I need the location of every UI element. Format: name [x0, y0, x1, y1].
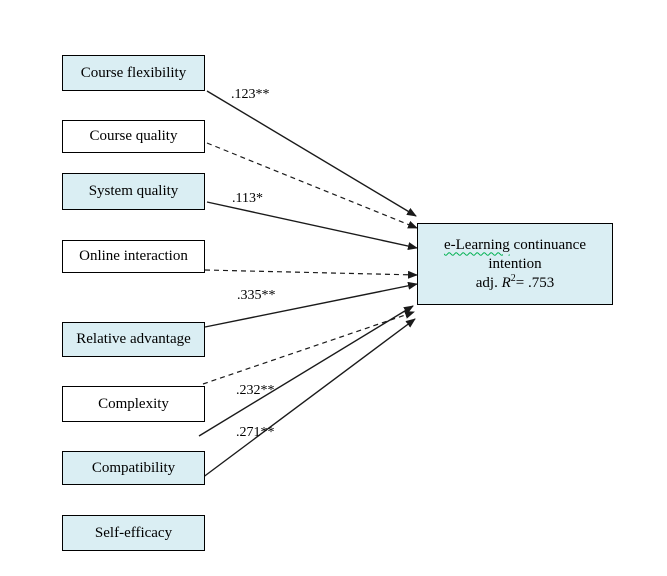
adj-r2-prefix: adj.: [475, 274, 502, 291]
node-label: System quality: [88, 183, 179, 199]
path-complexity-arrow: [202, 311, 415, 385]
outcome-title-spellcheck: e-Learning: [443, 236, 510, 253]
node-system-quality: System quality: [62, 173, 205, 210]
path-online-interaction-arrow: [204, 269, 418, 279]
path-relative-advantage-arrow: [204, 281, 418, 328]
node-label: Course quality: [89, 128, 178, 144]
coefficient-label-113: .113*: [232, 191, 263, 206]
node-course-quality: Course quality: [62, 120, 205, 153]
node-label: Online interaction: [79, 248, 188, 264]
node-self-efficacy: Self-efficacy: [62, 515, 205, 551]
r-superscript: 2: [510, 272, 516, 284]
outcome-line2: intention: [488, 255, 542, 272]
node-relative-advantage: Relative advantage: [62, 322, 205, 357]
outcome-title-rest: continuance: [509, 236, 586, 253]
adj-r2-value: = .753: [515, 274, 555, 291]
node-label: Complexity: [98, 395, 169, 412]
coefficient-label-123: .123**: [231, 87, 270, 102]
outcome-line1: e-Learning continuance: [444, 236, 586, 255]
path-compatibility-arrow: [201, 318, 416, 479]
node-label: Course flexibility: [80, 64, 187, 81]
r-symbol: R: [501, 274, 511, 291]
node-label: Compatibility: [91, 459, 176, 476]
node-label: Relative advantage: [76, 331, 191, 347]
node-label: Self-efficacy: [94, 524, 173, 541]
node-outcome: e-Learning continuance intention adj. R2…: [417, 223, 613, 305]
coefficient-label-232: .232**: [236, 383, 275, 398]
node-course-flexibility: Course flexibility: [62, 55, 205, 91]
path-course-quality-arrow: [206, 142, 418, 229]
node-compatibility: Compatibility: [62, 451, 205, 485]
path-system-quality-arrow: [206, 201, 418, 250]
coefficient-label-271: .271**: [236, 425, 275, 440]
node-complexity: Complexity: [62, 386, 205, 422]
outcome-line3: adj. R2= .753: [475, 272, 555, 293]
path-course-flexibility-arrow: [206, 90, 417, 217]
node-online-interaction: Online interaction: [62, 240, 205, 273]
coefficient-label-335: .335**: [237, 288, 276, 303]
path-coefficient-232-arrow: [198, 305, 414, 437]
